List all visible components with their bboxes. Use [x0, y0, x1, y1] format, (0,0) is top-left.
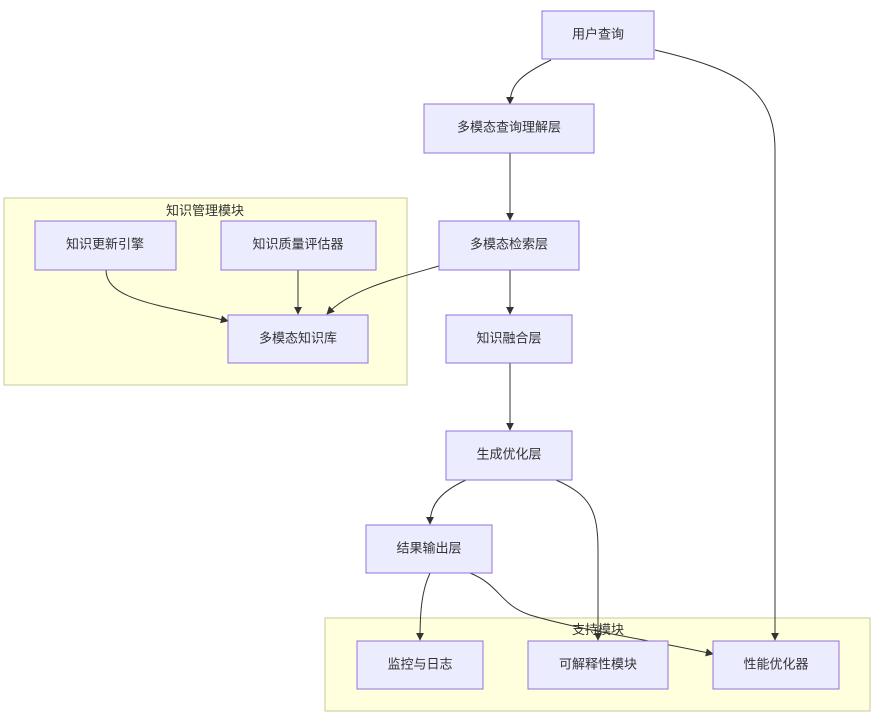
node-label-knowledge-fusion: 知识融合层 [476, 331, 541, 347]
node-monitoring-logging: 监控与日志 [356, 640, 484, 690]
node-label-explainability-module: 可解释性模块 [559, 658, 637, 673]
edge-user-query-to-performance-optimizer [654, 49, 779, 641]
node-user-query: 用户查询 [541, 10, 655, 60]
cluster-label-knowledge-management: 知识管理模块 [166, 203, 244, 219]
node-label-multimodal-query-understanding: 多模态查询理解层 [457, 120, 561, 136]
node-performance-optimizer: 性能优化器 [712, 640, 840, 690]
node-knowledge-fusion: 知识融合层 [445, 314, 573, 364]
node-label-generation-optimization: 生成优化层 [476, 448, 541, 463]
node-label-knowledge-update-engine: 知识更新引擎 [66, 237, 144, 253]
node-label-multimodal-retrieval: 多模态检索层 [470, 237, 548, 253]
node-knowledge-update-engine: 知识更新引擎 [34, 220, 177, 271]
node-generation-optimization: 生成优化层 [445, 430, 573, 481]
node-knowledge-quality-evaluator: 知识质量评估器 [220, 220, 377, 271]
node-label-multimodal-knowledge-base: 多模态知识库 [259, 331, 337, 347]
node-multimodal-retrieval: 多模态检索层 [438, 220, 580, 271]
node-label-user-query: 用户查询 [572, 27, 624, 43]
node-result-output: 结果输出层 [365, 524, 493, 574]
edges [105, 49, 779, 657]
edge-update-engine-to-knowledge-base [105, 269, 229, 324]
node-multimodal-knowledge-base: 多模态知识库 [227, 314, 369, 364]
edge-retrieval-to-knowledge-base [326, 265, 440, 315]
edge-result-output-to-monitoring [416, 572, 431, 641]
node-label-monitoring-logging: 监控与日志 [387, 658, 452, 673]
edge-generation-to-explainability [555, 479, 602, 641]
node-label-knowledge-quality-evaluator: 知识质量评估器 [252, 237, 343, 253]
node-explainability-module: 可解释性模块 [527, 640, 669, 690]
edge-user-query-to-understanding [506, 59, 552, 105]
node-label-performance-optimizer: 性能优化器 [743, 658, 808, 673]
node-label-result-output: 结果输出层 [396, 541, 461, 557]
edge-generation-to-result-output [426, 479, 467, 525]
node-multimodal-query-understanding: 多模态查询理解层 [423, 103, 595, 154]
